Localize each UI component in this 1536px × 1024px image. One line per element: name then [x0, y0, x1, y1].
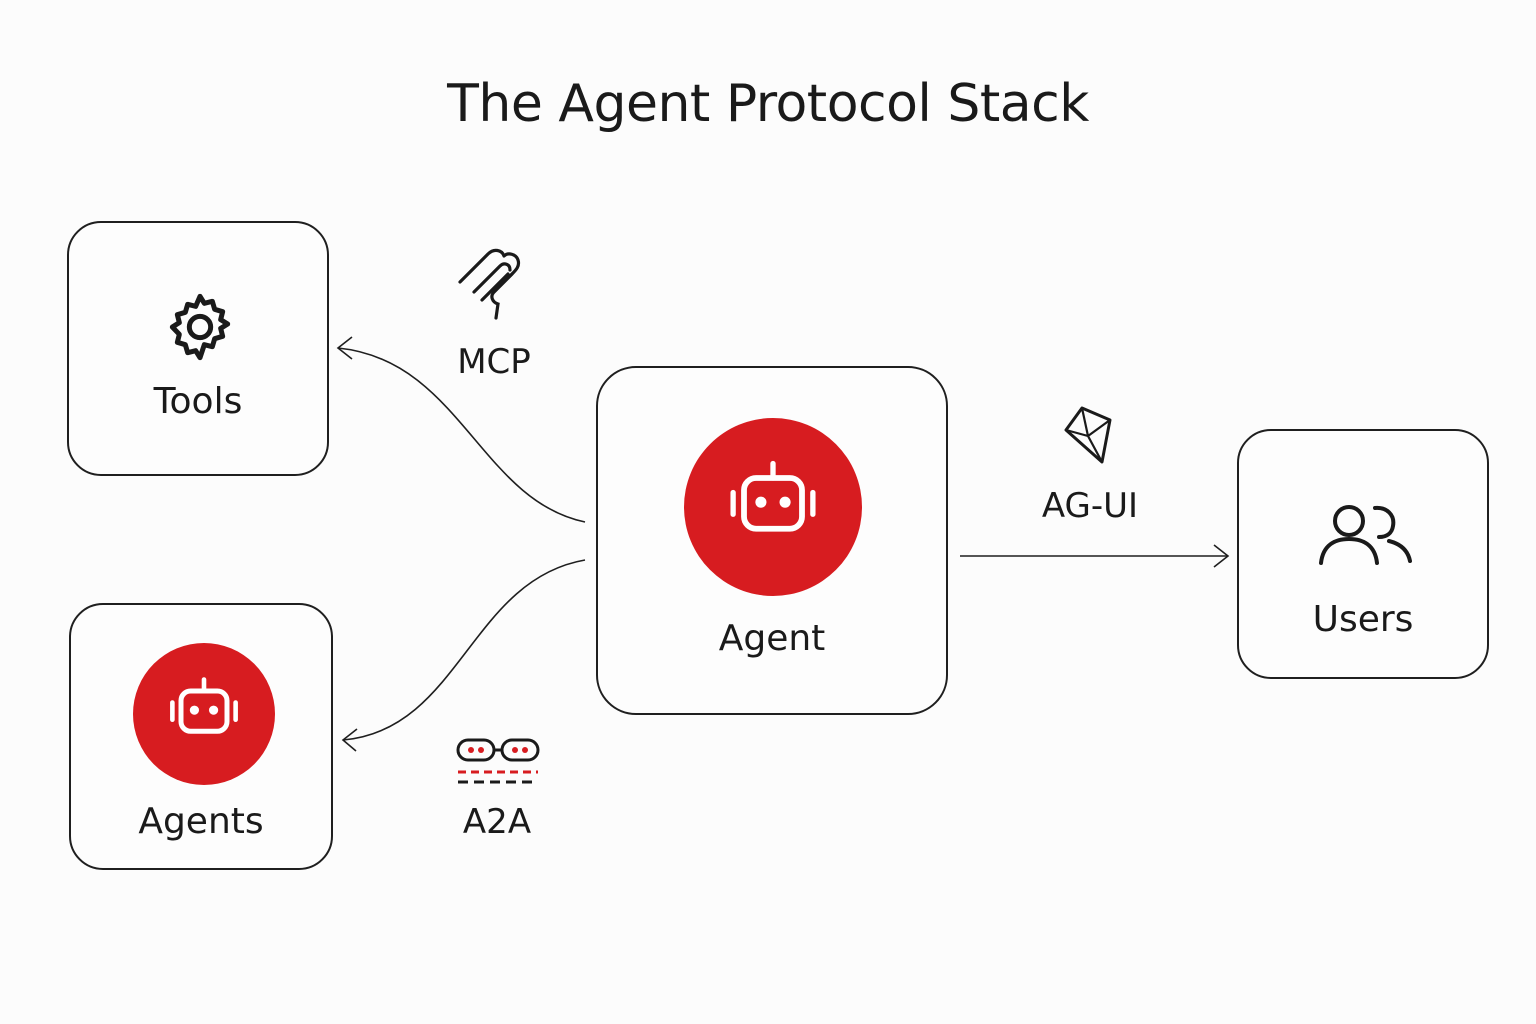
- arrowhead-tools: [336, 336, 353, 360]
- arrowhead-agents: [341, 728, 358, 752]
- arrowhead-users: [1213, 544, 1230, 568]
- diagram-title: The Agent Protocol Stack: [447, 74, 1089, 134]
- agent-robot-badge: [684, 418, 862, 596]
- agent-node: Agent: [596, 366, 948, 715]
- agents-node: Agents: [69, 603, 333, 870]
- robot-icon: [730, 460, 816, 532]
- tools-node: Tools: [67, 221, 329, 476]
- a2a-logo-icon: [456, 738, 540, 784]
- a2a-label: A2A: [462, 802, 532, 842]
- agent-label: Agent: [718, 618, 826, 659]
- agents-label: Agents: [138, 801, 264, 842]
- users-icon: [1319, 505, 1412, 565]
- users-node: Users: [1237, 429, 1489, 679]
- agui-logo-icon: [1064, 406, 1112, 464]
- robot-icon: [170, 677, 238, 734]
- agents-robot-badge: [133, 643, 275, 785]
- mcp-label: MCP: [457, 342, 531, 382]
- arrow-agent-to-agents: [342, 559, 586, 741]
- agui-label: AG-UI: [1041, 486, 1139, 526]
- arrow-agent-to-tools: [337, 347, 586, 523]
- users-label: Users: [1312, 599, 1414, 640]
- tools-label: Tools: [153, 381, 243, 422]
- gear-icon: [169, 293, 231, 361]
- mcp-logo-icon: [458, 248, 521, 320]
